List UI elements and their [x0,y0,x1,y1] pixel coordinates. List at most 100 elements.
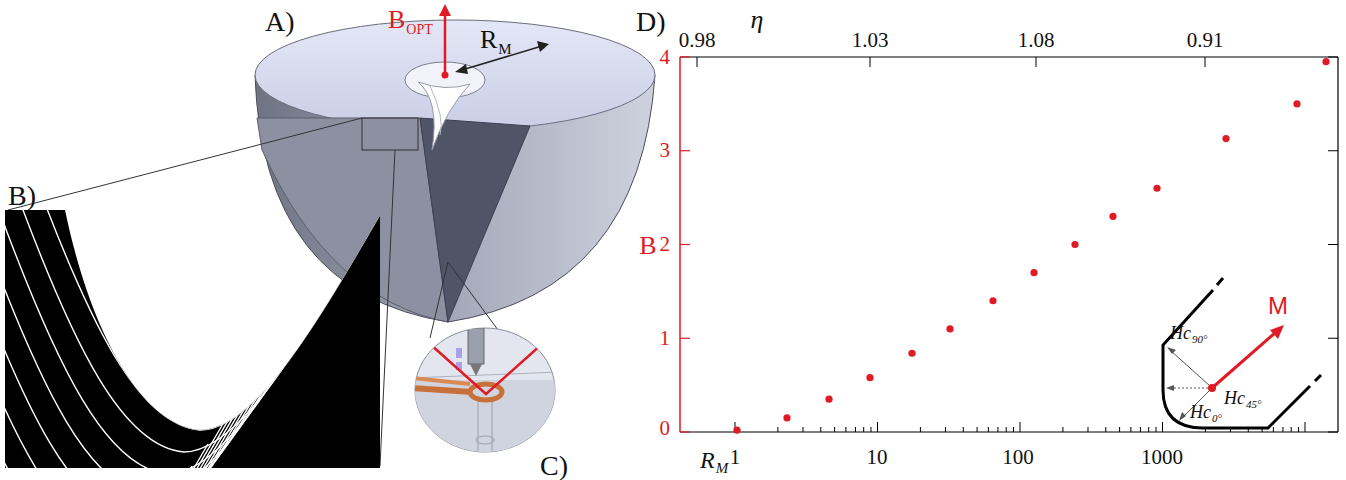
x-tick [1130,427,1131,432]
y-tick [680,56,690,57]
axis-title: B [639,233,656,259]
x-tick [1119,427,1120,432]
x-tick [1062,427,1063,432]
field-line [0,238,336,480]
vector-label: M [1268,294,1288,318]
tick-label: 4 [660,47,671,68]
x-tick [1298,427,1299,432]
tick-label: 1.03 [852,30,889,51]
field-line [0,304,288,480]
radius-arrow [455,41,549,74]
field-line [25,150,400,430]
magnetization-pattern [0,150,400,480]
field-line [0,282,304,480]
y-tick [1328,244,1338,245]
field-line [0,370,240,480]
tick-label: 1 [660,328,671,349]
x-tick [977,427,978,432]
y-tick [1328,57,1338,58]
axis-subscript: M [716,461,729,476]
magnet-hemisphere [255,20,655,322]
x-tick [1305,422,1306,432]
tick-label: 0 [660,418,671,439]
data-point [783,414,790,421]
x-tick [920,427,921,432]
field-line [0,458,176,480]
x-tick [1162,422,1163,432]
device-inset [410,328,560,460]
panel-label: A) [265,8,295,36]
field-line [0,194,368,474]
x-tick [845,427,846,432]
x-tick [870,427,871,432]
x-tick [1087,427,1088,432]
panel-label: B) [8,182,36,210]
tick-label: 100 [1002,447,1034,468]
data-point [989,297,996,304]
data-point [1222,135,1229,142]
x-tick [802,427,803,432]
x-tick [820,427,821,432]
field-line [0,414,208,480]
top-tick [1205,57,1206,67]
coercivity-subscript: 90° [1192,334,1207,345]
y-tick [1328,150,1338,151]
x-tick [1291,427,1292,432]
data-point [825,396,832,403]
y-tick [680,338,690,339]
radius-label: R [480,27,497,53]
plot-frame [680,57,1338,434]
x-tick [1273,427,1274,432]
panel-label: C) [540,452,568,480]
radius-subscript: M [498,42,511,57]
x-tick [777,427,778,432]
tick-label: 10 [867,447,888,468]
x-tick [1020,422,1021,432]
tick-label: 1.08 [1018,30,1055,51]
x-tick [997,427,998,432]
top-tick [697,57,698,67]
x-tick [1148,427,1149,432]
field-label: B [388,7,405,33]
field-subscript: OPT [406,23,432,37]
y-tick [1328,432,1338,433]
data-point [1109,213,1116,220]
data-point [1030,269,1037,276]
x-tick [963,427,964,432]
top-tick [1036,57,1037,67]
x-tick [945,427,946,432]
x-tick [1105,427,1106,432]
x-tick [988,427,989,432]
data-point [1322,58,1329,65]
tick-label: 2 [660,234,671,255]
axis-title: R [700,448,715,472]
y-tick [680,150,690,151]
top-tick [870,57,871,67]
tick-label: 3 [660,140,671,161]
data-point [866,374,873,381]
coercivity-label: Hc [1170,324,1191,342]
y-tick [680,244,690,245]
field-line [0,260,320,480]
x-tick [834,427,835,432]
tick-label: 1000 [1141,447,1183,468]
x-tick [1006,427,1007,432]
y-tick [1328,338,1338,339]
coercivity-subscript: 45° [1246,399,1261,410]
panel-label: D) [636,8,666,36]
x-tick [863,427,864,432]
coercivity-inset [1163,278,1321,428]
x-tick [1013,427,1014,432]
coercivity-subscript: 0° [1212,413,1222,424]
field-arrow [439,4,451,79]
field-line [0,348,256,480]
axis-title: η [751,7,764,33]
field-line [0,392,224,480]
field-line [9,172,384,452]
x-tick [855,427,856,432]
data-point [1071,241,1078,248]
tick-label: 0.91 [1187,30,1224,51]
x-tick [1155,427,1156,432]
